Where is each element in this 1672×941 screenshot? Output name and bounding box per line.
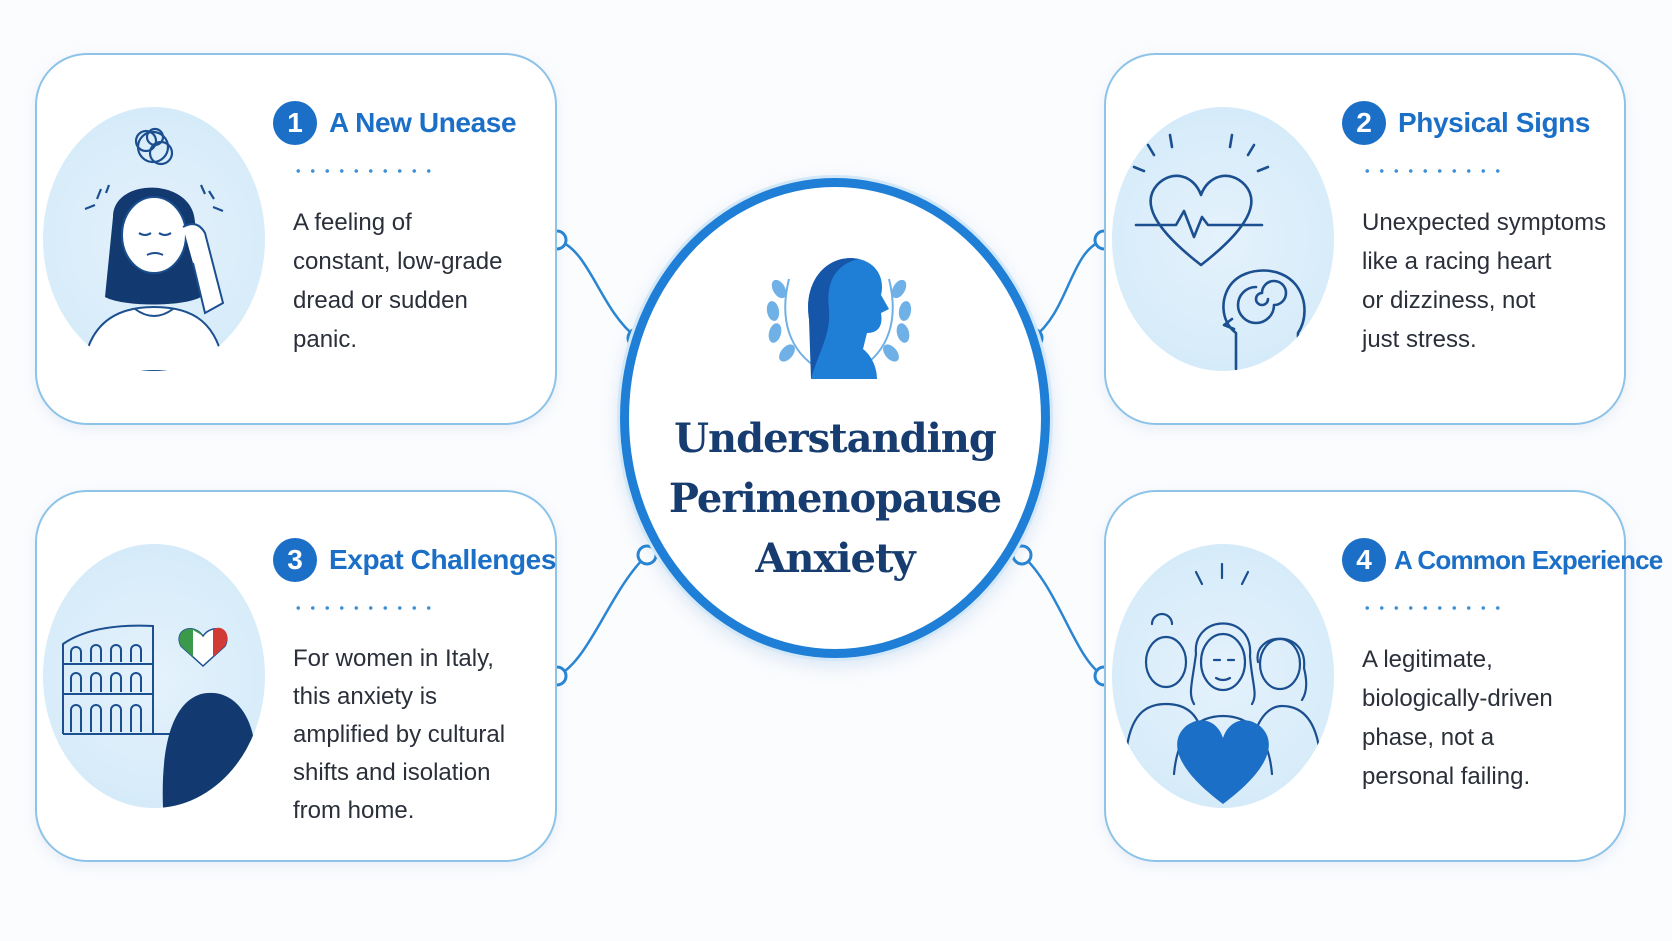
step-number-badge: 1 [273,101,317,145]
card-common-experience: 4 A Common Experience A legitimate, biol… [1104,490,1663,862]
description-line: like a racing heart [1362,248,1552,275]
card-description: Unexpected symptoms like a racing heart … [1362,203,1612,359]
description-line: personal failing. [1362,763,1531,790]
description-line: just stress. [1362,326,1477,353]
women-group-heart-icon [1124,562,1322,804]
dotted-divider [1360,169,1500,173]
woman-profile-laurel-icon [766,258,912,379]
illustration-3 [43,544,265,808]
description-line: this anxiety is [293,683,438,710]
description-line: Unexpected symptoms [1362,209,1607,236]
stressed-woman-icon [81,127,227,371]
description-line: A legitimate, [1362,646,1493,673]
card-physical-signs: 2 Physical Signs Unexpected symptoms lik… [1104,53,1626,425]
description-line: shifts and isolation [293,759,491,786]
card-title: A Common Experience [1394,545,1663,575]
dotted-divider [1360,606,1500,610]
card-description: For women in Italy, this anxiety is ampl… [293,640,543,830]
card-title: Physical Signs [1398,107,1591,138]
illustration-1 [43,107,265,371]
description-line: dread or sudden [293,287,468,314]
card-description: A legitimate, biologically-driven phase,… [1362,640,1612,796]
description-line: from home. [293,797,415,824]
card-description: A feeling of constant, low-grade dread o… [293,203,543,359]
card-title: Expat Challenges [329,544,557,575]
description-line: phase, not a [1362,724,1495,751]
main-title: Understanding Perimenopause Anxiety [629,409,1041,589]
description-line: constant, low-grade [293,248,503,275]
dotted-divider [291,606,431,610]
description-line: amplified by cultural [293,721,506,748]
illustration-2 [1112,107,1334,371]
center-title-circle: Understanding Perimenopause Anxiety [620,178,1050,658]
main-title-line: Perimenopause [668,475,1002,522]
illustration-4 [1112,544,1334,808]
description-line: panic. [293,326,358,353]
description-line: biologically-driven [1362,685,1553,712]
step-number-badge: 4 [1342,538,1386,582]
main-title-line: Anxiety [755,535,915,582]
colosseum-woman-icon [62,624,265,808]
main-title-line: Understanding [674,415,997,462]
step-number-badge: 2 [1342,101,1386,145]
description-line: or dizziness, not [1362,287,1536,314]
step-number-badge: 3 [273,538,317,582]
description-line: A feeling of [293,209,412,236]
card-new-unease: 1 A New Unease A feeling of constant, lo… [35,53,557,425]
description-line: For women in Italy, [293,645,494,672]
dotted-divider [291,169,431,173]
heartbeat-head-icon [1132,133,1306,371]
card-expat-challenges: 3 Expat Challenges For women in Italy, t… [35,490,557,862]
card-title: A New Unease [329,107,517,138]
